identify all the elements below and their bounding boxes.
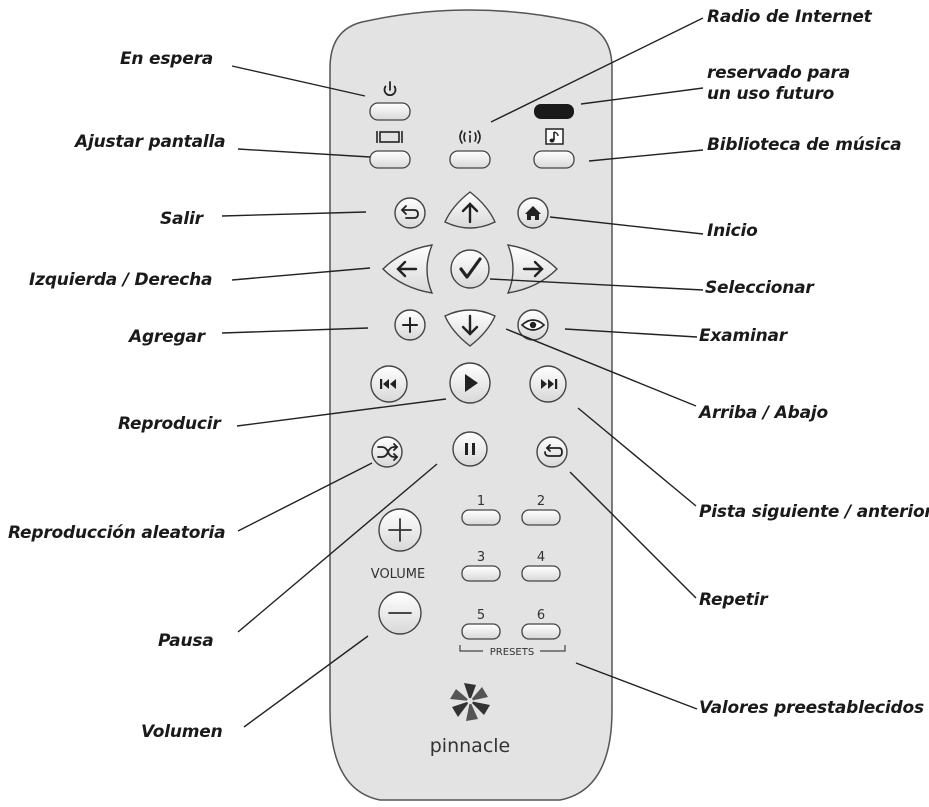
arrow-up-icon [461, 202, 479, 224]
preset-button-2[interactable]: 2 [521, 494, 561, 526]
preset-button-3[interactable]: 3 [461, 550, 501, 582]
arrow-down-icon [461, 314, 479, 336]
preset-number: 2 [537, 494, 545, 509]
select-button[interactable] [450, 249, 490, 289]
eye-icon [520, 319, 546, 331]
add-button[interactable] [394, 309, 426, 341]
internet-radio-button[interactable] [449, 130, 491, 169]
callout-presets: Valores preestablecidos [699, 698, 924, 718]
callout-adjust-screen: Ajustar pantalla [75, 132, 226, 152]
callout-pause: Pausa [158, 631, 214, 651]
repeat-icon [544, 444, 563, 457]
callout-up-down: Arriba / Abajo [699, 403, 828, 423]
repeat-button[interactable] [536, 436, 568, 468]
screen-adjust-icon [376, 131, 403, 143]
shuffle-button[interactable] [371, 436, 403, 468]
callout-browse: Examinar [699, 326, 787, 346]
reserved-button [534, 104, 574, 119]
play-button[interactable] [449, 362, 491, 404]
preset-button-1[interactable]: 1 [461, 494, 501, 526]
preset-button-4[interactable]: 4 [521, 550, 561, 582]
skip-back-icon [380, 379, 396, 389]
callout-exit: Salir [160, 209, 203, 229]
callout-shuffle: Reproducción aleatoria [8, 523, 226, 543]
callout-repeat: Repetir [699, 590, 768, 610]
preset-number: 4 [537, 550, 545, 565]
house-icon [525, 206, 541, 220]
presets-label: PRESETS [490, 647, 534, 658]
volume-down-button[interactable] [378, 591, 422, 635]
remote-body [329, 9, 613, 801]
up-button[interactable] [444, 191, 496, 229]
callout-standby: En espera [120, 49, 214, 69]
presets-grid: 1 2 3 4 5 6 [459, 494, 566, 658]
preset-number: 5 [477, 608, 485, 623]
preset-button-5[interactable]: 5 [461, 608, 501, 640]
callout-left-right: Izquierda / Derecha [29, 270, 213, 290]
shuffle-icon [377, 443, 399, 461]
preset-button-6[interactable]: 6 [521, 608, 561, 640]
standby-button[interactable] [369, 81, 411, 121]
checkmark-icon [459, 257, 482, 279]
music-note-icon [545, 128, 564, 145]
brand-name: pinnacle [430, 735, 510, 757]
previous-track-button[interactable] [370, 365, 408, 403]
left-button[interactable] [382, 244, 434, 294]
plus-icon [388, 518, 412, 542]
callout-play: Reproducir [118, 414, 221, 434]
leader-lines [221, 17, 704, 728]
plus-icon [402, 317, 418, 333]
callout-home: Inicio [707, 221, 758, 241]
back-arrow-icon [400, 205, 419, 219]
music-library-button[interactable] [533, 128, 575, 169]
preset-number: 6 [537, 608, 545, 623]
browse-button[interactable] [517, 309, 549, 341]
arrow-left-icon [396, 260, 418, 278]
next-track-button[interactable] [529, 365, 567, 403]
broadcast-info-icon [459, 130, 481, 144]
callout-add: Agregar [129, 327, 205, 347]
callout-internet-radio: Radio de Internet [707, 7, 872, 27]
callout-reserved: reservado para un uso futuro [707, 63, 850, 104]
exit-button[interactable] [394, 197, 426, 229]
preset-number: 1 [477, 494, 485, 509]
callout-volume: Volumen [141, 722, 223, 742]
skip-forward-icon [541, 379, 558, 389]
pause-icon [465, 443, 475, 455]
callout-music-library: Biblioteca de música [707, 135, 902, 155]
arrow-right-icon [522, 260, 544, 278]
volume-up-button[interactable] [378, 508, 422, 552]
callout-select: Seleccionar [705, 278, 814, 298]
pause-button[interactable] [452, 431, 488, 467]
preset-number: 3 [477, 550, 485, 565]
volume-label: VOLUME [371, 567, 425, 582]
power-icon [383, 81, 397, 96]
play-icon [465, 374, 478, 392]
home-button[interactable] [517, 197, 549, 229]
pinnacle-logo-icon [450, 683, 490, 721]
screen-adjust-button[interactable] [369, 131, 411, 169]
presets-bracket [459, 645, 566, 652]
callout-next-prev: Pista siguiente / anterior [699, 502, 929, 522]
down-button[interactable] [444, 309, 496, 347]
